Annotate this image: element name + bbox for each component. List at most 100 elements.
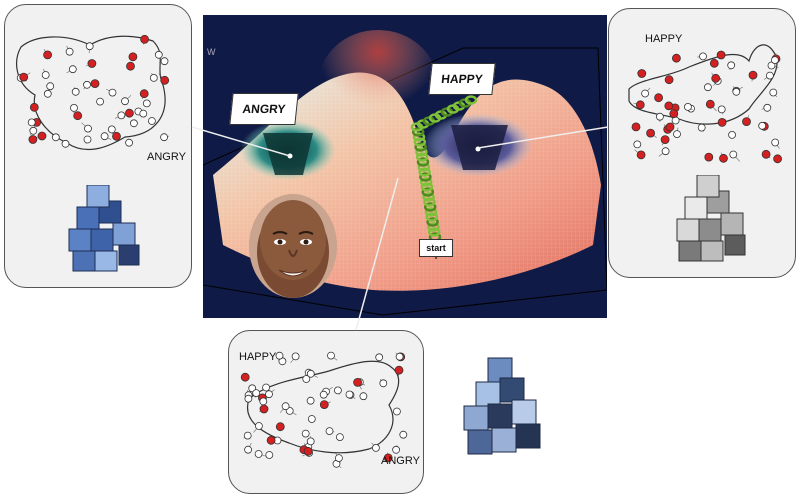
network-node: [631, 122, 641, 132]
network-node: [399, 430, 408, 439]
happy-nodes: [631, 50, 783, 164]
network-node: [126, 61, 135, 71]
network-node: [85, 42, 94, 51]
network-node: [240, 372, 250, 382]
trajectory-ring: [424, 207, 438, 217]
network-node: [125, 138, 133, 147]
network-node: [96, 97, 104, 106]
mixed-label-angry: ANGRY: [381, 455, 420, 467]
mixed-nodes: [240, 351, 408, 469]
network-node: [100, 132, 109, 141]
network-node: [154, 50, 163, 59]
angry-cube-cluster: [68, 185, 140, 272]
network-node: [319, 400, 329, 409]
trajectory-ring: [423, 202, 437, 212]
network-node: [375, 353, 384, 362]
network-node: [763, 103, 772, 112]
face-image: [249, 194, 337, 298]
network-node: [139, 89, 149, 99]
network-node: [70, 104, 78, 112]
network-node: [108, 88, 117, 97]
network-node: [705, 99, 715, 109]
network-node: [319, 390, 328, 399]
network-node: [87, 59, 97, 68]
angry-network: [16, 34, 170, 151]
network-node: [265, 390, 273, 399]
trajectory-ring: [427, 227, 441, 237]
happy-sign: HAPPY: [428, 63, 496, 95]
network-node: [359, 392, 368, 401]
network-node: [51, 133, 60, 142]
network-node: [244, 445, 253, 454]
network-node: [748, 70, 758, 80]
trajectory-ring: [427, 222, 440, 232]
trajectory-ring: [419, 172, 432, 182]
trajectory-ring: [415, 152, 429, 162]
network-node: [661, 147, 670, 156]
network-node: [90, 79, 100, 88]
network-node: [345, 390, 354, 399]
network-node: [301, 429, 310, 438]
network-node: [353, 378, 363, 387]
trajectory-ring: [415, 147, 428, 157]
network-node: [761, 149, 771, 159]
network-node: [84, 124, 92, 133]
network-node: [307, 415, 316, 423]
network-node: [275, 351, 284, 360]
network-node: [704, 152, 714, 162]
network-node: [262, 383, 270, 392]
network-node: [742, 117, 751, 126]
mixed-label-happy: HAPPY: [239, 351, 277, 363]
network-node: [281, 402, 290, 411]
network-node: [770, 56, 779, 64]
network-node: [259, 397, 268, 406]
trajectory-ring: [411, 127, 425, 137]
network-node: [61, 139, 70, 148]
network-node: [27, 118, 36, 127]
network-node: [73, 111, 83, 121]
network-node: [302, 375, 311, 383]
network-node: [371, 444, 380, 452]
network-node: [704, 83, 712, 92]
network-node: [729, 150, 738, 159]
network-node: [771, 138, 780, 147]
network-node: [46, 82, 55, 91]
happy-cube-cluster: [676, 175, 746, 262]
mixed-cube-cluster: [463, 357, 541, 455]
trajectory-ring: [417, 162, 431, 172]
network-node: [665, 122, 675, 132]
happy-state-panel: HAPPY: [608, 8, 796, 278]
trajectory-ring: [414, 142, 427, 152]
network-node: [327, 351, 335, 360]
network-node: [243, 431, 252, 440]
network-node: [684, 103, 692, 111]
network-node: [112, 131, 121, 141]
network-node: [660, 135, 670, 145]
trajectory-ring: [416, 157, 430, 167]
network-node: [654, 93, 663, 103]
network-node: [673, 130, 681, 138]
network-node: [306, 437, 315, 446]
network-node: [656, 112, 664, 121]
network-node: [383, 453, 393, 463]
network-node: [636, 150, 646, 160]
network-node: [71, 87, 80, 96]
network-node: [65, 47, 74, 56]
network-node: [275, 422, 285, 432]
network-node: [711, 73, 721, 83]
network-node: [142, 99, 151, 108]
network-node: [709, 58, 719, 68]
network-node: [291, 352, 300, 361]
network-node: [37, 131, 47, 141]
network-node: [259, 404, 269, 414]
trajectory-ring: [421, 187, 435, 197]
trajectory-ring: [413, 137, 427, 147]
network-node: [641, 89, 649, 98]
network-node: [41, 71, 50, 79]
network-node: [336, 433, 344, 441]
network-node: [306, 369, 315, 378]
network-node: [664, 75, 674, 85]
network-node: [139, 109, 148, 118]
network-node: [758, 121, 767, 130]
network-node: [719, 153, 728, 163]
